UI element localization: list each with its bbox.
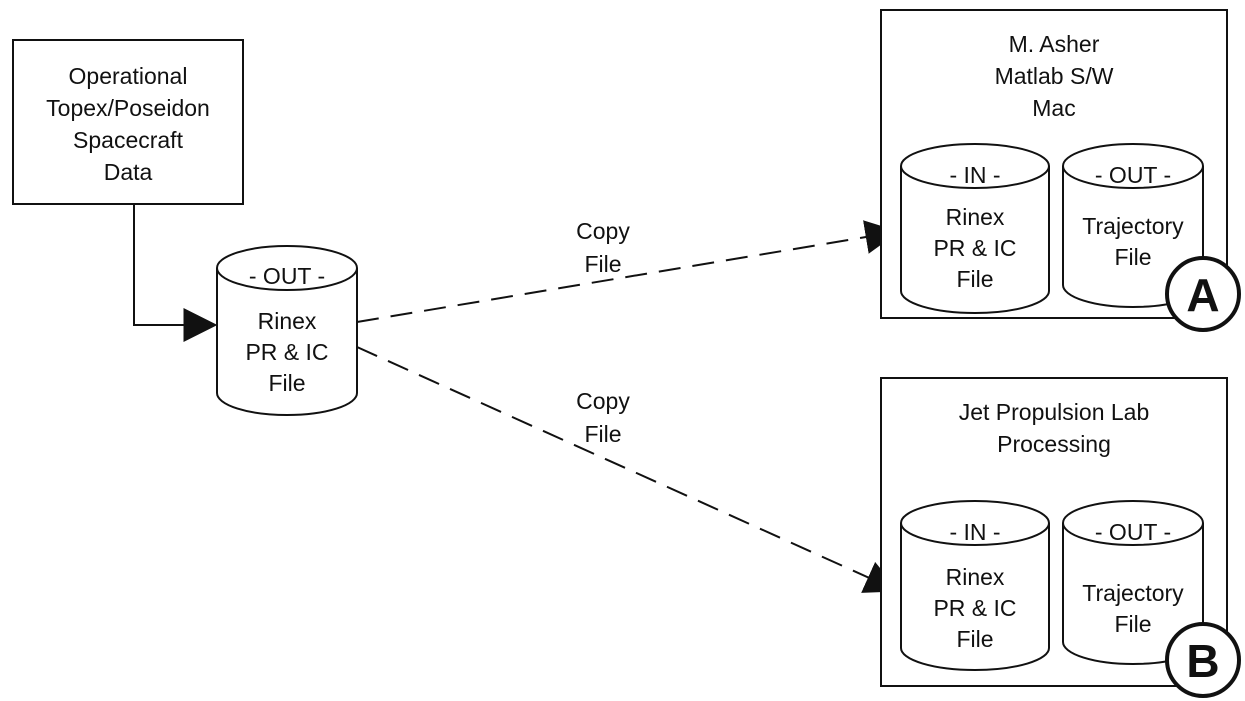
cylinder-tag: - OUT - bbox=[249, 263, 325, 289]
station-a-badge: A bbox=[1165, 256, 1241, 332]
station-title-line: M. Asher bbox=[1009, 31, 1100, 57]
source-box-line: Spacecraft bbox=[73, 127, 184, 153]
source-data-box: Operational Topex/Poseidon Spacecraft Da… bbox=[12, 39, 244, 205]
station-a-box: M. Asher Matlab S/W Mac - IN - Rinex PR … bbox=[880, 9, 1241, 332]
edge-label: File bbox=[584, 421, 621, 447]
station-a-output-cylinder: - OUT - Trajectory File bbox=[1062, 143, 1204, 308]
cylinder-line: Rinex bbox=[258, 308, 317, 334]
cylinder-tag: - IN - bbox=[949, 162, 1000, 188]
cylinder-tag: - OUT - bbox=[1095, 162, 1171, 188]
cylinder-line: File bbox=[956, 266, 993, 292]
badge-letter: B bbox=[1186, 635, 1219, 687]
source-box-line: Data bbox=[104, 159, 153, 185]
cylinder-line: File bbox=[1114, 244, 1151, 270]
cylinder-line: File bbox=[268, 370, 305, 396]
badge-letter: A bbox=[1186, 269, 1219, 321]
station-title-line: Matlab S/W bbox=[995, 63, 1114, 89]
source-to-cylinder-arrow bbox=[133, 204, 218, 342]
edge-label: Copy bbox=[576, 218, 630, 244]
station-b-output-cylinder: - OUT - Trajectory File bbox=[1062, 500, 1204, 665]
station-b-input-cylinder: - IN - Rinex PR & IC File bbox=[900, 500, 1050, 671]
station-b-box: Jet Propulsion Lab Processing - IN - Rin… bbox=[880, 377, 1241, 698]
cylinder-tag: - OUT - bbox=[1095, 519, 1171, 545]
cylinder-line: Rinex bbox=[946, 564, 1005, 590]
copy-edge-to-station-a bbox=[356, 220, 900, 323]
cylinder-line: PR & IC bbox=[245, 339, 328, 365]
cylinder-line: File bbox=[1114, 611, 1151, 637]
station-title-line: Jet Propulsion Lab bbox=[959, 399, 1150, 425]
edge-label: Copy bbox=[576, 388, 630, 414]
source-box-line: Topex/Poseidon bbox=[46, 95, 210, 121]
station-title-line: Mac bbox=[1032, 95, 1075, 121]
cylinder-line: Trajectory bbox=[1082, 580, 1184, 606]
edge-label: File bbox=[584, 251, 621, 277]
cylinder-line: PR & IC bbox=[933, 235, 1016, 261]
copy-edge-to-station-b bbox=[356, 346, 900, 593]
cylinder-line: File bbox=[956, 626, 993, 652]
cylinder-line: Trajectory bbox=[1082, 213, 1184, 239]
source-box-line: Operational bbox=[69, 63, 188, 89]
station-title-line: Processing bbox=[997, 431, 1111, 457]
station-a-input-cylinder: - IN - Rinex PR & IC File bbox=[900, 143, 1050, 314]
cylinder-tag: - IN - bbox=[949, 519, 1000, 545]
cylinder-line: PR & IC bbox=[933, 595, 1016, 621]
station-b-badge: B bbox=[1165, 622, 1241, 698]
cylinder-line: Rinex bbox=[946, 204, 1005, 230]
source-output-cylinder: - OUT - Rinex PR & IC File bbox=[216, 245, 358, 416]
